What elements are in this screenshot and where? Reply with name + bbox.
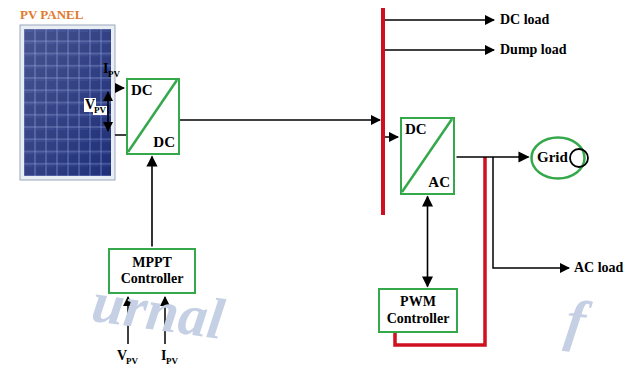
dc-dc-converter: DC DC [126,78,180,155]
load-label: Dump load [500,43,567,57]
dc-bus [381,8,385,215]
connector-arrow [457,156,529,158]
panel-wires [108,88,126,135]
dc-wires [180,20,569,268]
signal-subscript: PV [126,357,138,366]
watermark: f [562,291,589,351]
signal-subscript: PV [93,106,107,115]
node-label: MPPT Controller [116,255,188,287]
converter-port-label: DC [405,121,427,138]
converter-port-label: DC [153,134,175,151]
mppt-controller-box: MPPT Controller [108,248,196,294]
panel-title: PV PANEL [20,8,83,21]
signal-name: I [103,62,108,76]
converter-port-label: DC [131,82,153,99]
connector-arrow [427,197,429,287]
signal-subscript: PV [166,357,178,366]
signal-subscript: PV [108,70,120,79]
grid-symbol: Grid [530,136,591,180]
load-label: DC load [500,13,549,27]
pwm-controller-box: PWM Controller [378,288,458,333]
connector-arrow [151,157,153,247]
signal-name: V [117,349,127,363]
converter-port-label: AC [428,174,450,191]
node-label: Grid [537,149,568,166]
dc-ac-inverter: DC AC [400,117,455,195]
load-label: AC load [574,261,623,275]
signal-name: I [161,349,166,363]
node-label: PWM Controller [386,294,450,326]
pv-panel-illustration [20,25,115,180]
